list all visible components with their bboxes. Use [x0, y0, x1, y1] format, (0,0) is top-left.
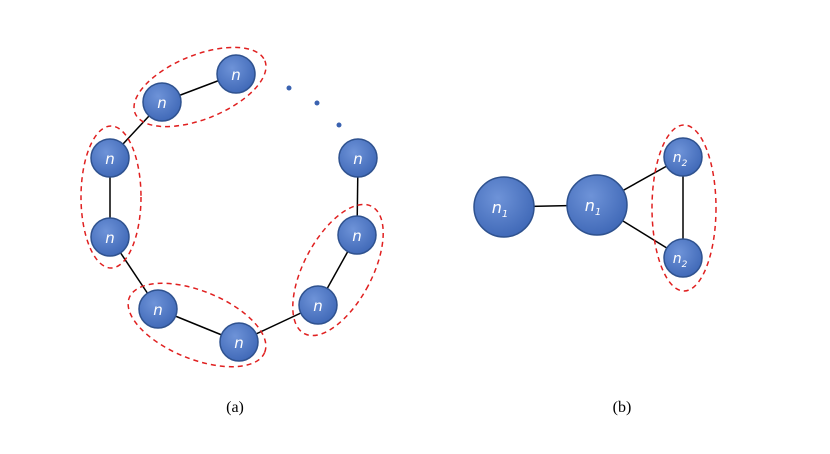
svg-text:n1: n1	[585, 196, 602, 218]
node-subscript: 1	[595, 207, 601, 218]
pair-group-outline	[127, 282, 267, 368]
node-label: n	[105, 229, 115, 247]
node-n2-top: n2	[663, 137, 703, 177]
node: n	[337, 215, 377, 255]
node-label: n	[585, 196, 595, 215]
node-subscript: 1	[502, 209, 508, 220]
node-label: n	[313, 297, 323, 315]
node-label: n	[105, 150, 115, 168]
panel-a-groups	[80, 46, 384, 368]
node: n	[90, 217, 130, 257]
node-n1-left: n1	[473, 176, 535, 238]
pair-group-outline	[133, 46, 267, 128]
node-subscript: 2	[682, 260, 688, 270]
node: n	[338, 138, 378, 178]
pair-group-outline	[651, 124, 717, 292]
node: n	[216, 54, 256, 94]
node-n2-bottom: n2	[663, 238, 703, 278]
node-label: n	[231, 66, 241, 84]
node-label: n	[353, 150, 363, 168]
node: n	[90, 138, 130, 178]
node-label: n	[153, 301, 163, 319]
panel-b-nodes: n1 n1 n2 n2	[473, 137, 703, 278]
ellipsis-dot	[314, 100, 320, 106]
node-label: n	[673, 150, 682, 166]
ellipsis-dot	[336, 122, 342, 128]
node-n1-center: n1	[566, 174, 628, 236]
node: n	[138, 289, 178, 329]
svg-text:n2: n2	[673, 150, 688, 169]
panel-a-nodes: n n n n n n n	[90, 54, 378, 362]
ellipsis-dot	[286, 85, 292, 91]
node-label: n	[234, 334, 244, 352]
node: n	[219, 322, 259, 362]
node: n	[142, 82, 182, 122]
panel-a-caption: (a)	[226, 399, 244, 416]
ellipsis-dots	[286, 85, 342, 128]
node-label: n	[352, 227, 362, 245]
node: n	[298, 285, 338, 325]
node-subscript: 2	[682, 159, 688, 169]
svg-text:n1: n1	[492, 198, 509, 220]
svg-text:n2: n2	[673, 251, 688, 270]
panel-b: n1 n1 n2 n2 (b)	[473, 124, 717, 416]
node-label: n	[492, 198, 502, 217]
pair-group-outline	[292, 203, 384, 337]
node-label: n	[673, 251, 682, 267]
pair-group-outline	[80, 125, 142, 269]
panel-a: n n n n n n n	[80, 46, 384, 416]
panel-b-caption: (b)	[613, 399, 632, 416]
node-label: n	[157, 94, 167, 112]
